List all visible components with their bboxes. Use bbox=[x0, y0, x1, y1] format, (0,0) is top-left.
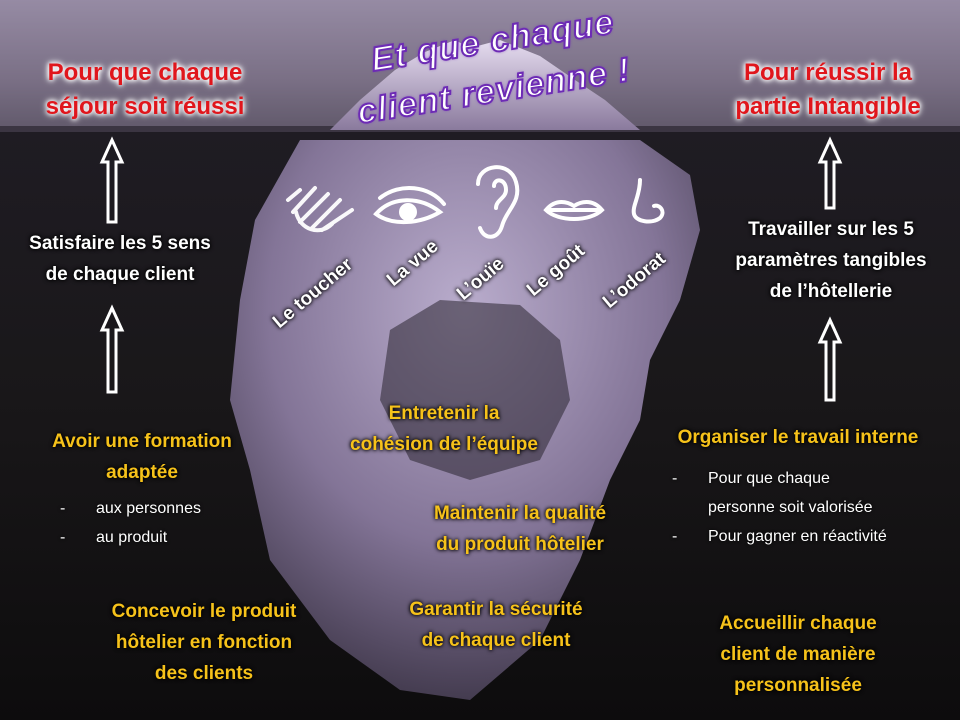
ear-icon bbox=[476, 165, 520, 239]
main-title: Et que chaque client revienne ! bbox=[340, 2, 640, 132]
right-middle-text: Travailler sur les 5 paramètres tangible… bbox=[735, 219, 927, 302]
left-footer-text: Concevoir le produit hôtelier en fonctio… bbox=[111, 601, 297, 684]
arrow-up-icon bbox=[99, 304, 125, 394]
right-heading: Pour réussir la partie Intangible bbox=[735, 59, 921, 120]
center-item-1: Entretenir la cohésion de l’équipe bbox=[350, 403, 538, 455]
lips-icon bbox=[543, 200, 605, 221]
left-bullet-list: aux personnes au produit bbox=[60, 494, 201, 552]
left-heading: Pour que chaque séjour soit réussi bbox=[45, 59, 245, 120]
center-item-2: Maintenir la qualité du produit hôtelier bbox=[433, 503, 607, 555]
iceberg-tip bbox=[330, 40, 640, 130]
left-middle-text: Satisfaire les 5 sens de chaque client bbox=[29, 233, 211, 285]
arrow-up-icon bbox=[99, 136, 125, 224]
list-item: au produit bbox=[60, 523, 201, 552]
list-item: aux personnes bbox=[60, 494, 201, 523]
arrow-up-icon bbox=[817, 316, 843, 402]
center-item-3: Garantir la sécurité de chaque client bbox=[409, 599, 583, 651]
nose-icon bbox=[631, 178, 665, 224]
left-bottom-text: Avoir une formation adaptée bbox=[52, 431, 232, 483]
list-item: Pour gagner en réactivité bbox=[672, 522, 887, 551]
right-bottom-text: Organiser le travail interne bbox=[677, 427, 919, 448]
eye-icon bbox=[373, 185, 446, 225]
hand-icon bbox=[286, 186, 354, 233]
arrow-up-icon bbox=[817, 136, 843, 210]
right-footer-text: Accueillir chaque client de manière pers… bbox=[719, 613, 877, 696]
